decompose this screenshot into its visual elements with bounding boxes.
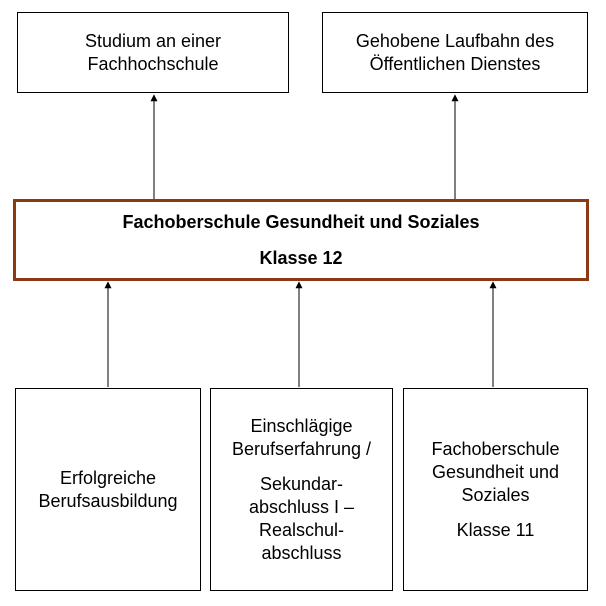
source-box-line: abschluss I – [248,496,355,517]
target-box-line: Studium an einer [84,30,222,51]
source-box-line: Klasse 11 [456,519,535,540]
source-box-line: Sekundar- [259,473,344,494]
source-box-line: Berufserfahrung / [231,438,372,459]
source-box-line: Gesundheit und [431,461,560,482]
source-box-berufsausbildung: Erfolgreiche Berufsausbildung [15,388,201,591]
center-box-subtitle: Klasse 12 [259,247,343,268]
target-box-laufbahn: Gehobene Laufbahn des Öffentlichen Diens… [322,12,588,93]
source-box-line: Erfolgreiche [59,467,157,488]
source-box-line: abschluss [261,542,342,563]
source-box-line: Einschlägige [250,415,353,436]
source-box-line: Berufsausbildung [38,490,178,511]
target-box-line: Fachhochschule [87,53,219,74]
center-box-fachoberschule-klasse-12: Fachoberschule Gesundheit und Soziales K… [13,199,589,281]
source-box-line: Soziales [461,484,530,505]
center-box-title: Fachoberschule Gesundheit und Soziales [122,211,480,232]
source-box-line: Realschul- [258,519,345,540]
source-box-klasse-11: Fachoberschule Gesundheit und Soziales K… [403,388,588,591]
source-box-line: Fachoberschule [431,438,560,459]
target-box-studium: Studium an einer Fachhochschule [17,12,289,93]
source-box-berufserfahrung: Einschlägige Berufserfahrung / Sekundar-… [210,388,393,591]
target-box-line: Gehobene Laufbahn des [355,30,555,51]
target-box-line: Öffentlichen Dienstes [369,53,541,74]
